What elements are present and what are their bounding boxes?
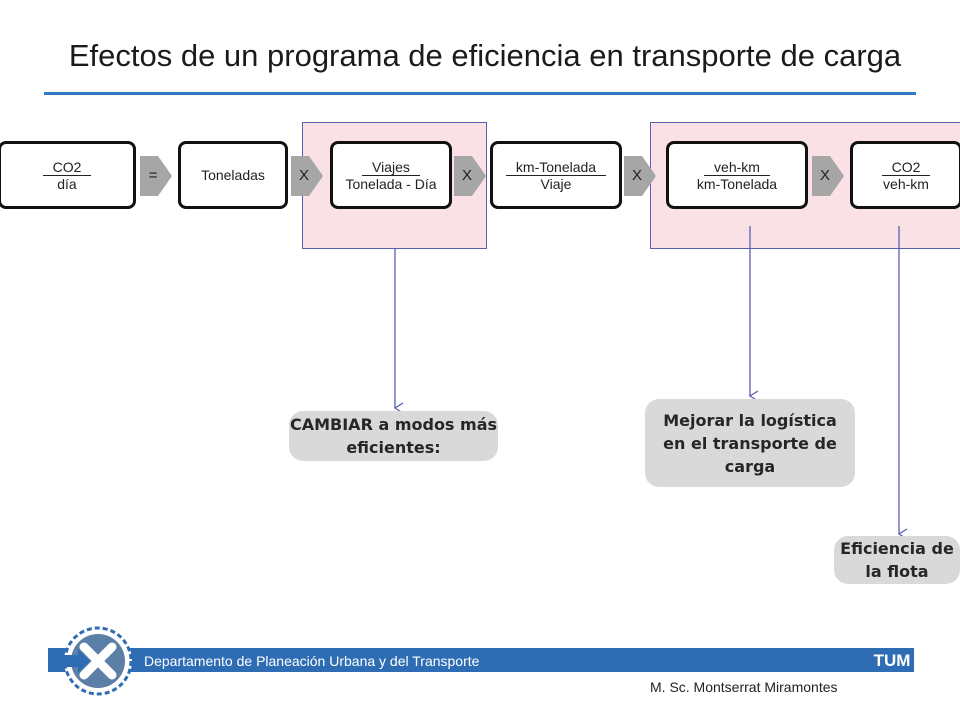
denominator: Viaje [540,175,572,192]
box-co2-vehkm: CO2 veh-km [850,141,960,209]
tum-logo-text: TUM [874,651,911,669]
footer-bar [48,648,914,672]
times-sign: X [819,167,830,184]
department-name: Departamento de Planeación Urbana y del … [144,653,480,669]
title-underline [44,92,916,95]
fraction-km-tonelada: km-Tonelada Viaje [505,159,607,192]
box-veh-km: veh-km km-Tonelada [666,141,808,209]
toneladas-label: Toneladas [201,167,265,183]
numerator: Viajes [362,159,420,176]
fraction-viajes: Viajes Tonelada - Día [345,159,436,192]
denominator: km-Tonelada [696,175,778,192]
callout-logistica-text: Mejorar la logística en el transporte de… [663,410,837,476]
box-km-tonelada: km-Tonelada Viaje [490,141,622,209]
fraction-veh-km: veh-km km-Tonelada [697,159,777,192]
box-co2-dia: CO2 día [0,141,136,209]
box-toneladas: Toneladas [178,141,288,209]
operator-equals: = [140,156,174,196]
times-sign: X [298,167,309,184]
author-name: M. Sc. Montserrat Miramontes [650,679,838,695]
department-logo-icon [63,626,133,696]
equals-sign: = [148,167,158,184]
callout-cambiar-modos: CAMBIAR a modos más eficientes: [289,411,498,461]
times-sign: X [461,167,472,184]
denominator: día [57,175,77,192]
callout-eficiencia-flota: Eficiencia de la flota [834,536,960,584]
numerator: km-Tonelada [505,159,607,176]
box-viajes: Viajes Tonelada - Día [330,141,452,209]
denominator: veh-km [883,175,929,192]
numerator: CO2 [881,159,931,176]
fraction-co2-dia: CO2 día [42,159,92,192]
operator-times-2: X [454,156,488,196]
tum-logo-icon: TUM [874,651,911,669]
callout-flota-text: Eficiencia de la flota [840,539,954,581]
numerator: veh-km [704,159,770,176]
denominator: Tonelada - Día [345,175,437,192]
times-sign: X [631,167,642,184]
callout-mejorar-logistica: Mejorar la logística en el transporte de… [645,399,855,487]
numerator: CO2 [42,159,92,176]
callout-cambiar-text: CAMBIAR a modos más eficientes: [289,415,498,457]
operator-times-1: X [291,156,325,196]
fraction-co2-vehkm: CO2 veh-km [881,159,931,192]
operator-times-4: X [812,156,846,196]
operator-times-3: X [624,156,658,196]
slide-title: Efectos de un programa de eficiencia en … [68,38,902,73]
